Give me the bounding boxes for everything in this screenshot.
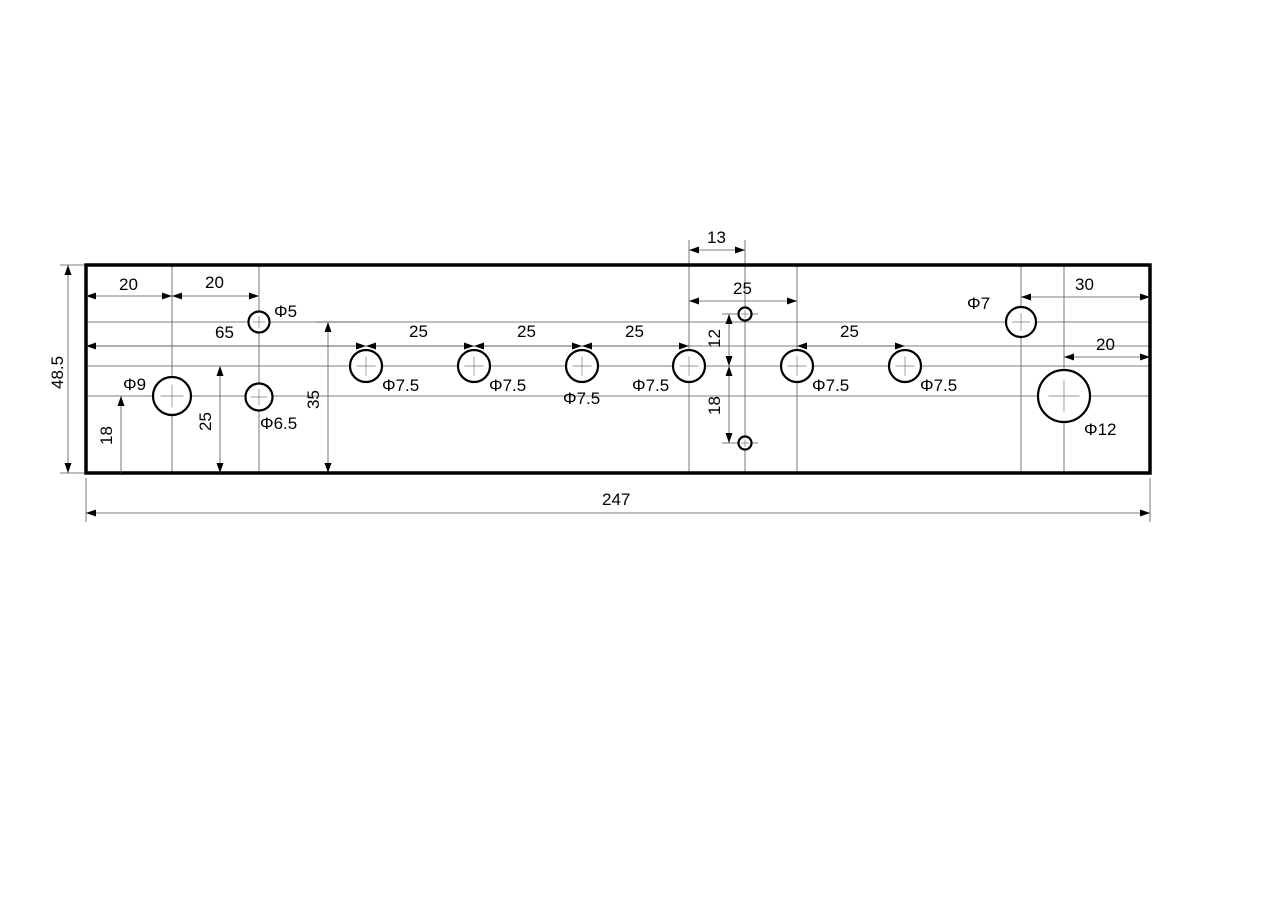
dim-20-right: 20	[1096, 335, 1115, 354]
holes	[151, 305, 1092, 451]
dim-25-pitch: 25	[409, 322, 428, 341]
dim-20-left-a: 20	[119, 275, 138, 294]
dim-overall-width: 247	[602, 490, 630, 509]
hole-label-phi7-5: Φ7.5	[382, 376, 419, 395]
hole-label-phi7-5: Φ7.5	[489, 376, 526, 395]
dimension-lines	[64, 246, 1150, 517]
hole-label-phi12: Φ12	[1084, 420, 1116, 439]
hole-label-phi7-5: Φ7.5	[563, 389, 600, 408]
hole-label-phi5: Φ5	[274, 302, 297, 321]
dim-overall-height: 48.5	[48, 356, 67, 389]
dim-25-pitch: 25	[625, 322, 644, 341]
dim-30: 30	[1075, 275, 1094, 294]
dim-65: 65	[215, 323, 234, 342]
hole-label-phi7: Φ7	[967, 294, 990, 313]
hole-label-phi7-5: Φ7.5	[920, 376, 957, 395]
hole-labels: Φ9 Φ5 Φ6.5 Φ7.5 Φ7.5 Φ7.5 Φ7.5 Φ7.5 Φ7.5…	[123, 294, 1116, 439]
dim-25-pitch-right: 25	[840, 322, 859, 341]
dim-35-vertical: 35	[304, 390, 323, 409]
plate-outline	[84, 263, 1152, 475]
dim-25-top: 25	[733, 279, 752, 298]
dim-25-pitch: 25	[517, 322, 536, 341]
dimension-labels: 247 48.5 20 20 65 25 25 25 13 25 25 30 2…	[48, 228, 1115, 509]
dim-13: 13	[707, 228, 726, 247]
dim-12-vertical: 12	[705, 329, 724, 348]
dim-18-vertical-mid: 18	[705, 396, 724, 415]
hole-label-phi7-5: Φ7.5	[632, 376, 669, 395]
hole-label-phi9: Φ9	[123, 375, 146, 394]
dim-20-left-b: 20	[205, 273, 224, 292]
dim-25-vertical: 25	[196, 412, 215, 431]
hole-label-phi7-5: Φ7.5	[812, 376, 849, 395]
dim-18-vertical-left: 18	[97, 426, 116, 445]
hole-label-phi6-5: Φ6.5	[260, 414, 297, 433]
